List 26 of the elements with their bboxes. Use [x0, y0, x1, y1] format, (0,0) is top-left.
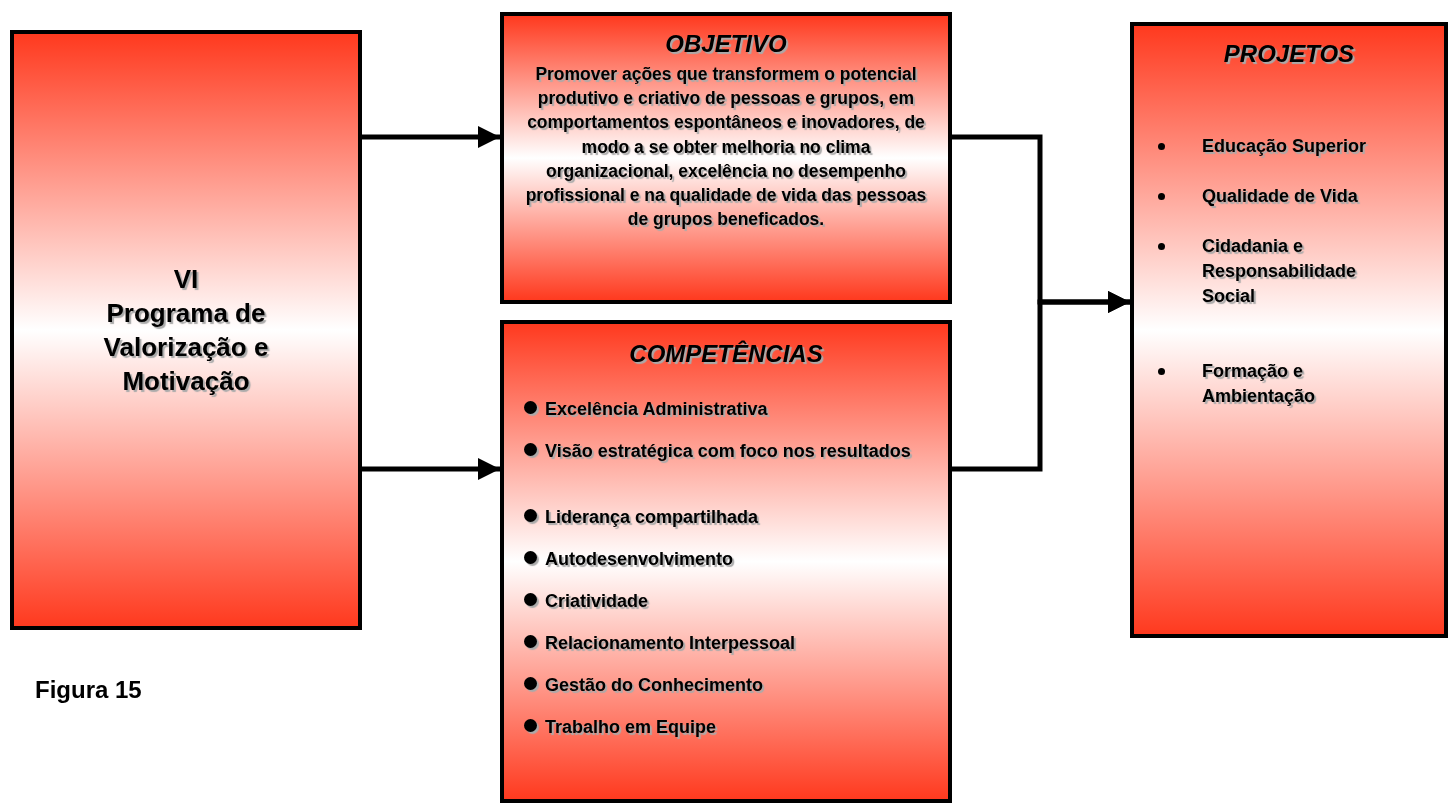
list-item: Relacionamento Interpessoal [545, 633, 796, 653]
list-item: Autodesenvolvimento [545, 549, 734, 569]
list-item: Formação e Ambientação [1202, 360, 1317, 408]
description-text: Promover ações que transformem o potencial produtivo e criativo de pessoas e grupos, em comportamentos espontâneos e inovadores, de modo a se obter melhoria no clima organizacional, excelência no desempenho profissional e na qualidade de vida das pessoas de grupos beneficados. [524, 63, 928, 232]
list-item: Qualidade de Vida [1202, 185, 1359, 208]
list-item: Liderança compartilhada [545, 507, 759, 527]
gradient-box [500, 12, 952, 304]
arrow [362, 125, 500, 149]
box-heading: COMPETÊNCIAS [628, 340, 824, 368]
program-title: Programa de Valorização e Motivação [102, 297, 270, 398]
list-item: Criatividade [545, 591, 649, 611]
list-item: Trabalho em Equipe [545, 717, 717, 737]
list-item: Gestão do Conhecimento [545, 675, 764, 695]
list-item: Visão estratégica com foco nos resultados [545, 441, 911, 461]
gradient-box [10, 30, 362, 630]
roman-numeral: VI [172, 263, 200, 296]
arrow [952, 290, 1130, 472]
figure-caption: Figura 15 [35, 676, 142, 704]
gradient-box [1130, 22, 1448, 638]
box-heading: OBJETIVO [664, 30, 788, 58]
list-item: Educação Superior [1202, 135, 1368, 158]
list-item: Cidadania e Responsabilidade Social [1202, 235, 1358, 308]
gradient-box [500, 320, 952, 803]
box-heading: PROJETOS [1222, 40, 1356, 68]
list-item: Excelência Administrativa [545, 399, 768, 419]
arrow [362, 457, 500, 481]
